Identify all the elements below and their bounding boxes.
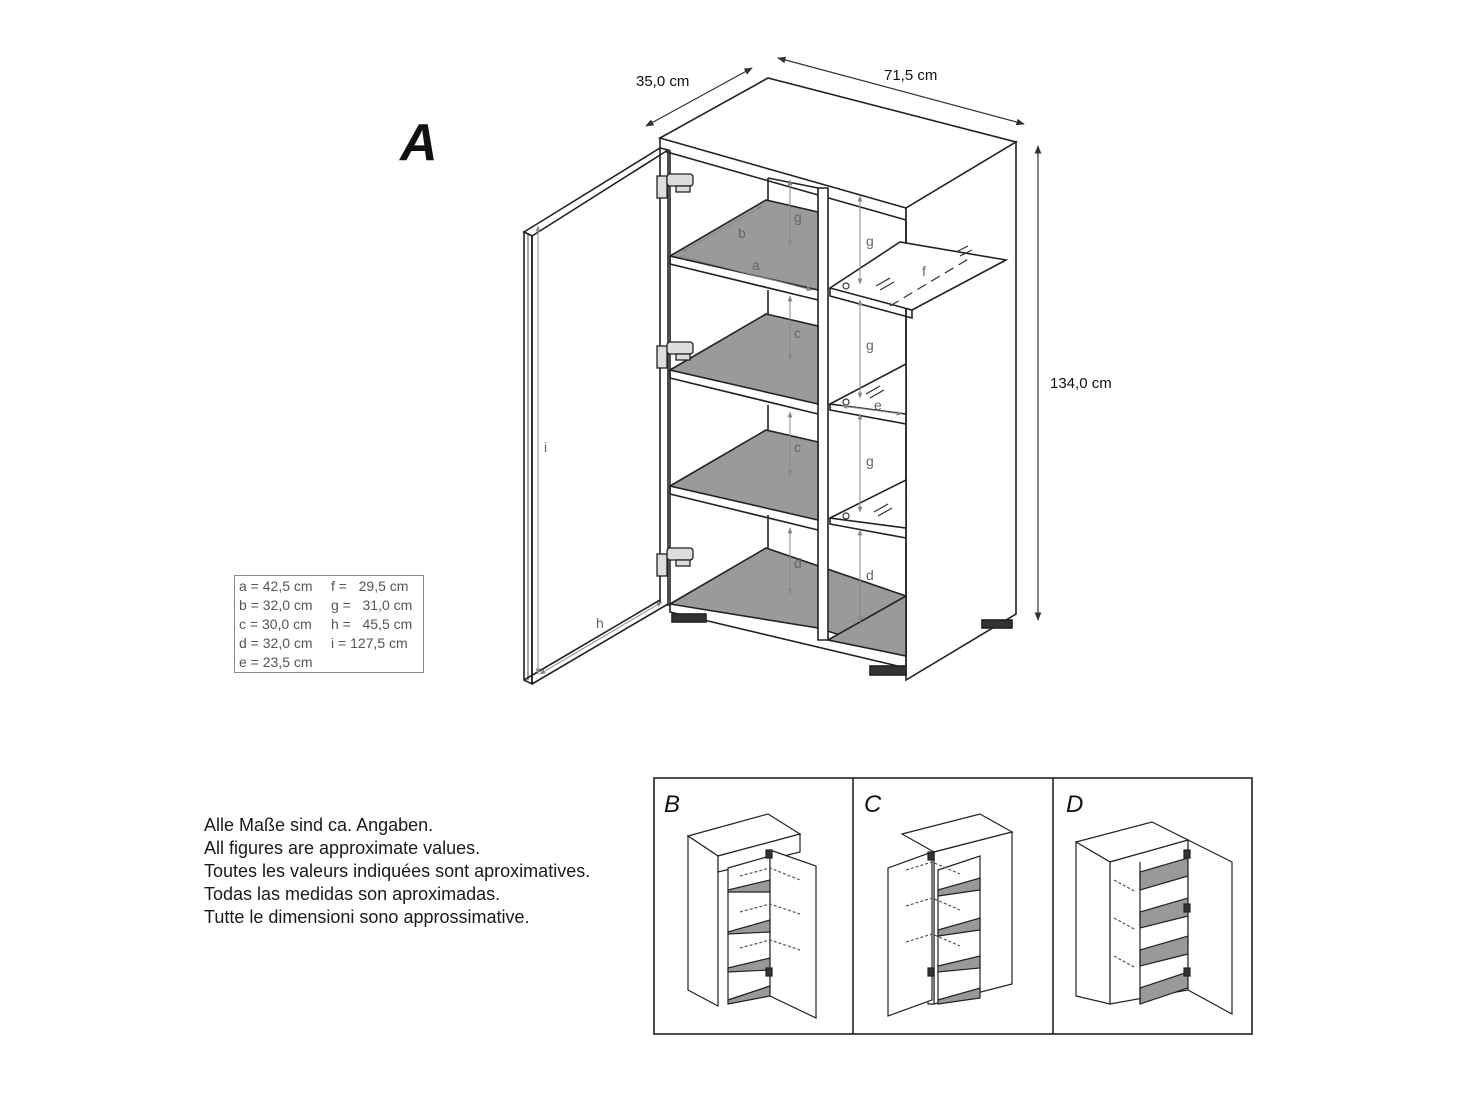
legend-right: g = 31,0 cm (331, 597, 413, 613)
legend-left: a = 42,5 cm (239, 578, 313, 594)
cabinet-right-side (905, 140, 1017, 682)
note-line-it: Tutte le dimensioni sono approssimative. (204, 907, 530, 927)
glass-shelf-1 (828, 241, 1009, 311)
shelf-2 (667, 313, 819, 406)
legend-right: h = 45,5 cm (331, 616, 413, 632)
label-d-right: d (866, 567, 874, 583)
label-e: e (874, 397, 882, 413)
cabinet-main (522, 77, 1019, 686)
shelf-3 (667, 429, 819, 522)
note-line-es: Todas las medidas son aproximadas. (204, 884, 501, 904)
variant-b-label: B (664, 791, 680, 818)
legend-right: f = 29,5 cm (331, 578, 409, 594)
label-d-left: d (794, 555, 802, 571)
dimension-height: 134,0 cm (1050, 375, 1112, 392)
variant-c-cabinet (887, 813, 1014, 1017)
hinges (656, 173, 694, 577)
label-c-upper: c (794, 325, 801, 341)
legend-row: e = 23,5 cm (239, 653, 419, 672)
inner-dimensions (535, 179, 903, 675)
label-g-left: g (794, 209, 802, 225)
legend-right (331, 653, 419, 672)
variant-d-label: D (1066, 791, 1083, 818)
legend-left: c = 30,0 cm (239, 616, 312, 632)
dimension-depth: 35,0 cm (636, 73, 689, 90)
variant-d-cabinet (1074, 821, 1233, 1016)
hinge-bottom (656, 547, 694, 577)
approximate-values-note: Alle Maße sind ca. Angaben. All figures … (204, 814, 590, 929)
variants-frame (653, 777, 1253, 1035)
dimension-width: 71,5 cm (884, 67, 937, 84)
label-b: b (738, 225, 746, 241)
hinge-middle (656, 341, 694, 369)
legend-row: c = 30,0 cm h = 45,5 cm (239, 615, 419, 634)
hinge-top (656, 173, 694, 199)
outer-dimensions (645, 56, 1042, 621)
legend-left: e = 23,5 cm (239, 654, 313, 670)
label-g-3: g (866, 453, 874, 469)
note-line-fr: Toutes les valeurs indiquées sont aproxi… (204, 861, 591, 881)
legend-row: a = 42,5 cm f = 29,5 cm (239, 577, 419, 596)
cabinet-partition (817, 187, 829, 641)
label-i: i (544, 439, 547, 455)
dimension-legend: a = 42,5 cm f = 29,5 cm b = 32,0 cm g = … (234, 575, 424, 673)
variant-b-cabinet (686, 813, 817, 1019)
label-h: h (596, 615, 604, 631)
legend-left: d = 32,0 cm (239, 635, 313, 651)
legend-right: i = 127,5 cm (331, 635, 408, 651)
legend-row: d = 32,0 cm i = 127,5 cm (239, 634, 419, 653)
note-line-de: Alle Maße sind ca. Angaben. (204, 815, 434, 835)
label-a: a (752, 257, 760, 273)
legend-left: b = 32,0 cm (239, 597, 313, 613)
label-f: f (922, 263, 926, 279)
view-label: A (398, 114, 438, 172)
glass-shelf-2 (827, 362, 907, 415)
cabinet-door (522, 147, 671, 237)
legend-row: b = 32,0 cm g = 31,0 cm (239, 596, 419, 615)
label-g-2: g (866, 337, 874, 353)
label-g-1: g (866, 233, 874, 249)
note-line-en: All figures are approximate values. (204, 838, 481, 858)
glass-shelf-3 (827, 478, 907, 529)
variant-c-label: C (864, 791, 882, 818)
label-c-lower: c (794, 439, 801, 455)
